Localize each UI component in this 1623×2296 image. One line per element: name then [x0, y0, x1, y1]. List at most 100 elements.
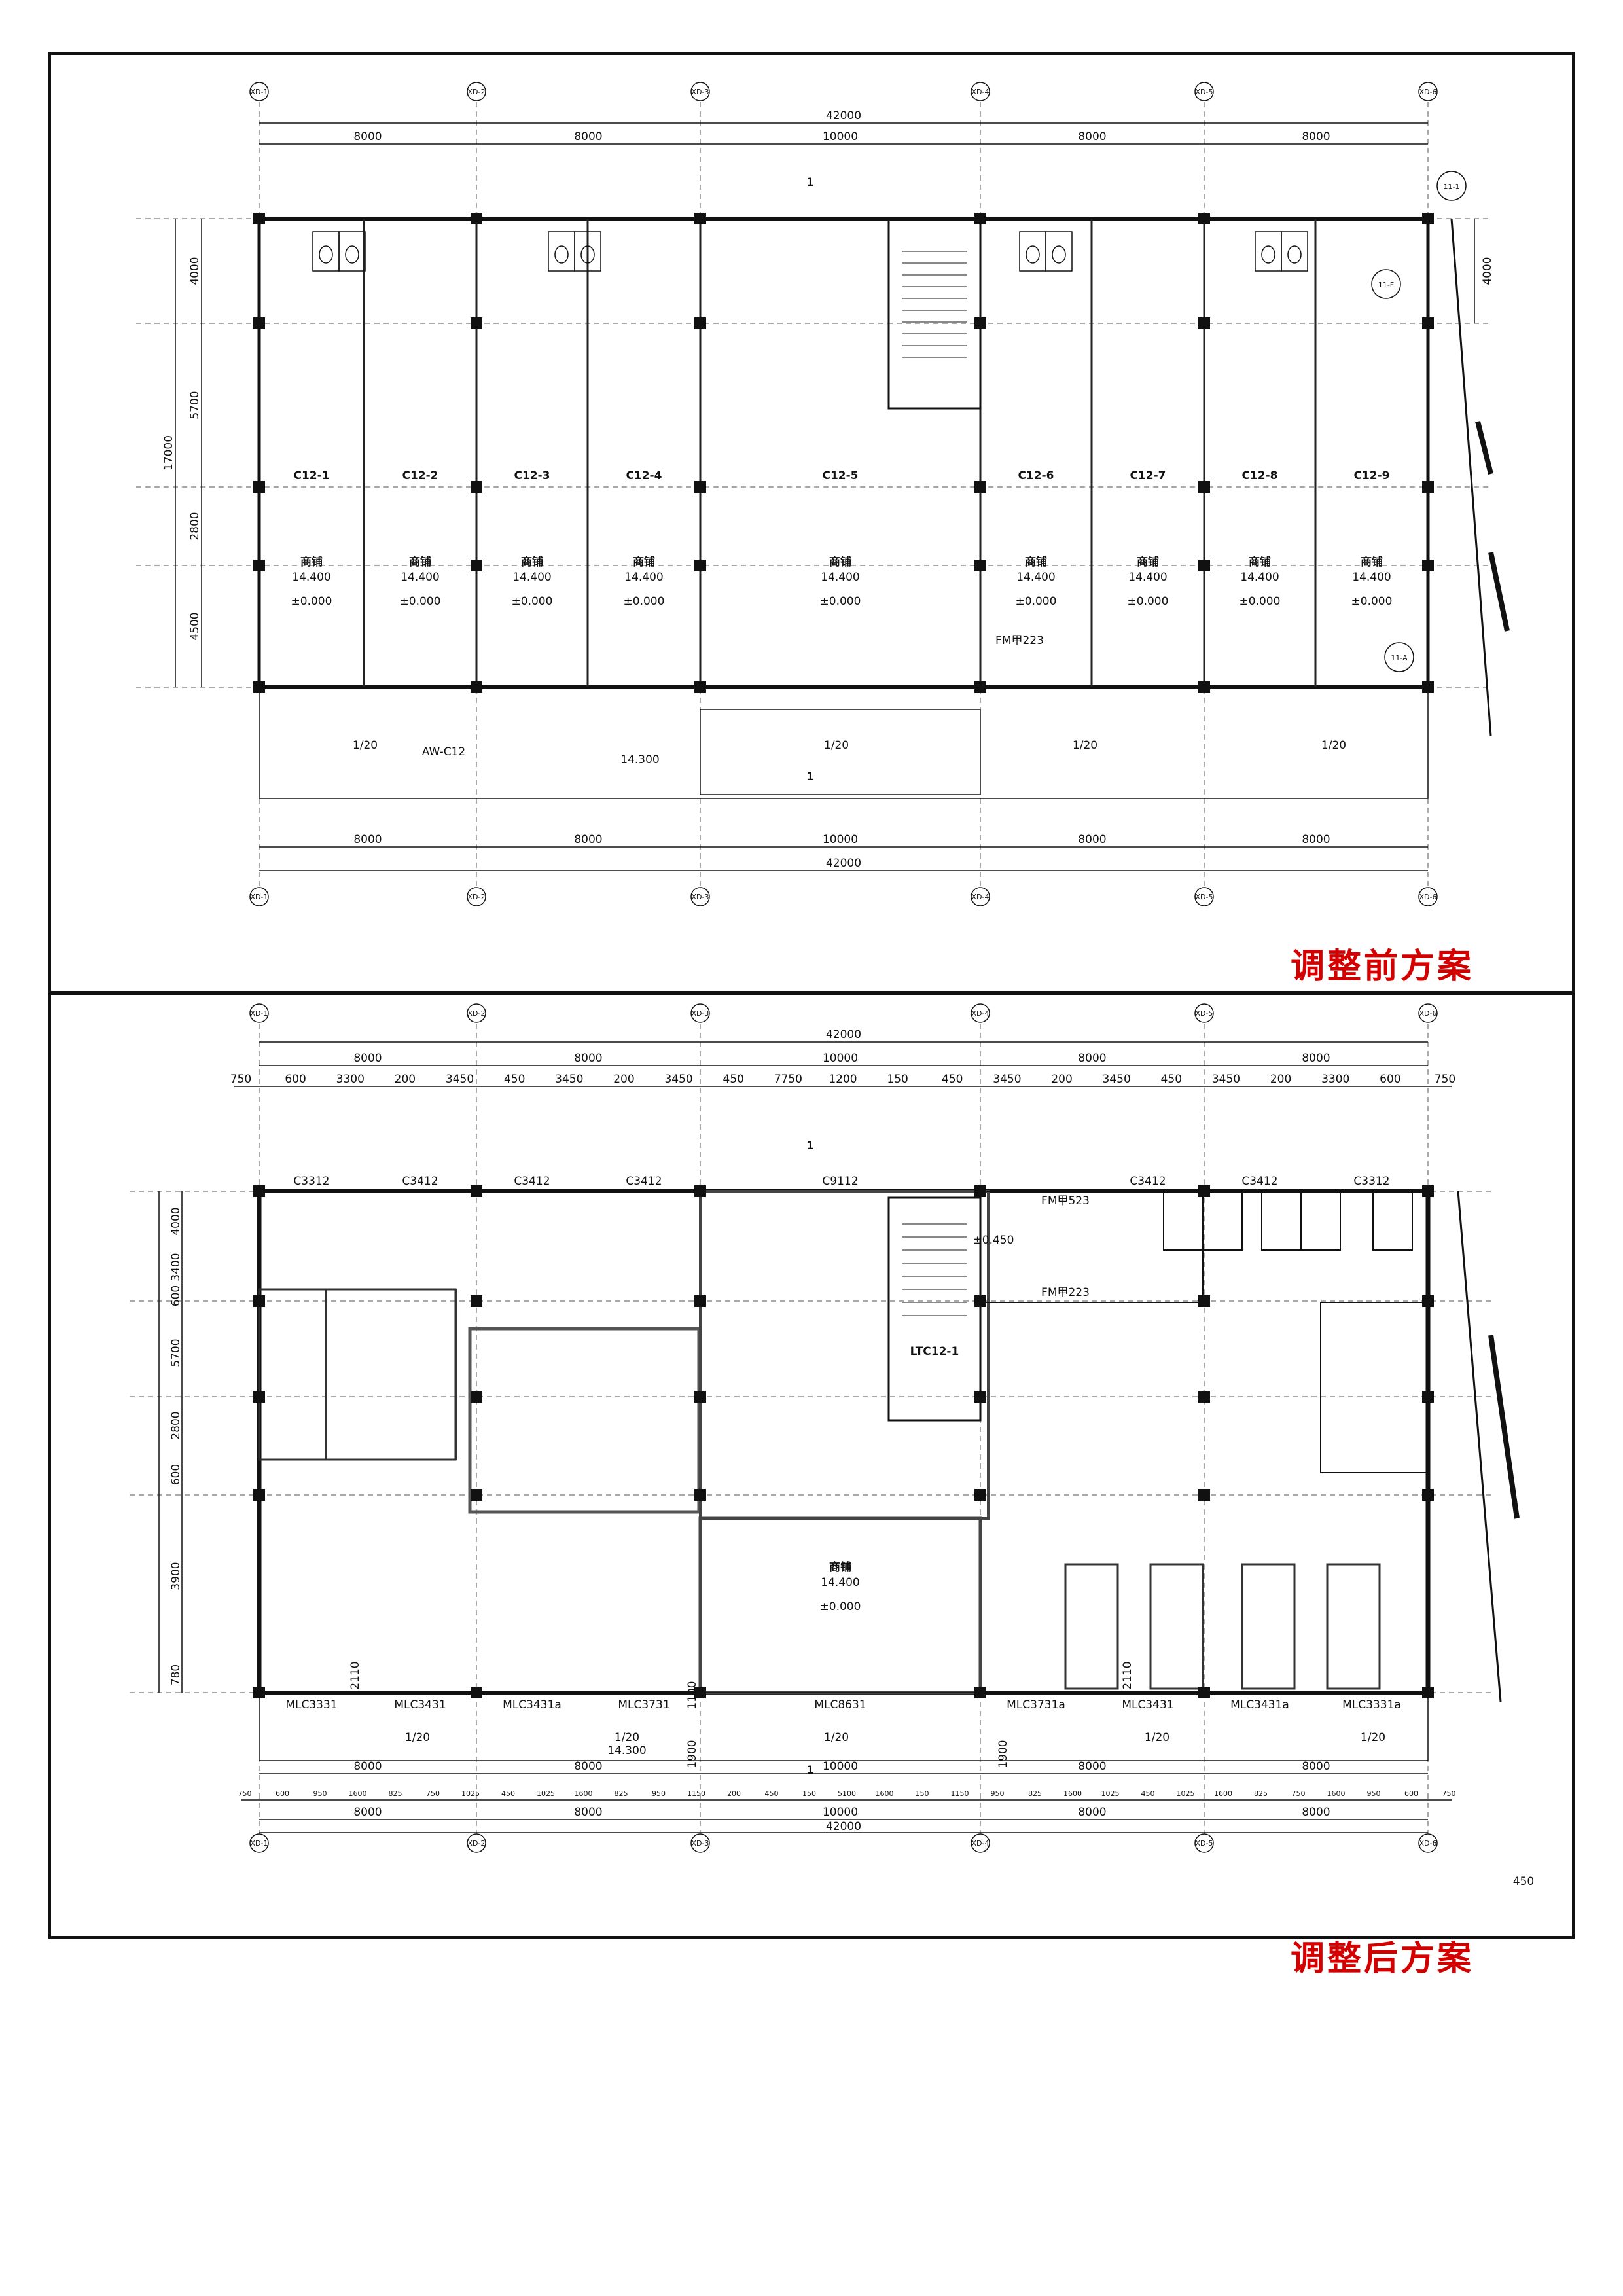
side-dimension: 2800	[169, 1411, 183, 1439]
sub-dimension: 1600	[575, 1789, 593, 1798]
toilet-stall	[1281, 231, 1308, 272]
dimension-label: 2110	[349, 1661, 362, 1689]
side-dimension: 3900	[169, 1562, 183, 1590]
sub-dimension: 1025	[1101, 1789, 1120, 1798]
detail-mark: 11-A	[1391, 654, 1408, 662]
axis-bubble-top	[1418, 1003, 1438, 1023]
column	[1198, 481, 1210, 493]
level-floor-label: ±0.000	[400, 595, 441, 608]
level-floor-label: ±0.000	[820, 1600, 861, 1613]
shop-label: 商铺	[633, 555, 655, 569]
sub-dimension: 1150	[687, 1789, 705, 1798]
bay-dimension: 8000	[353, 130, 382, 143]
axis-bubble-top	[971, 1003, 990, 1023]
axis-label: XD-1	[251, 88, 268, 96]
door-code: MLC8631	[814, 1698, 866, 1712]
door-code: MLC3331	[285, 1698, 337, 1712]
axis-label: XD-2	[468, 1009, 486, 1018]
axis-label: XD-5	[1196, 88, 1213, 96]
entrance-canopy	[259, 687, 1429, 799]
window-code: C3412	[402, 1175, 438, 1188]
note-label: 450	[1513, 1875, 1534, 1888]
level-stair-label: ±0.450	[973, 1234, 1014, 1247]
sub-dimension: 5100	[838, 1789, 856, 1798]
axis-bubble-bottom	[690, 887, 710, 906]
sub-dimension: 1600	[876, 1789, 894, 1798]
window-code: C3412	[514, 1175, 550, 1188]
bay-dimension: 10000	[823, 833, 858, 846]
column	[1198, 1295, 1210, 1307]
axis-bubble-top	[467, 1003, 486, 1023]
column	[1198, 1185, 1210, 1197]
axis-bubble-bottom	[1194, 1833, 1214, 1853]
bay-dimension: 8000	[1302, 130, 1330, 143]
level-top-label: 14.400	[1352, 571, 1391, 584]
sub-dimension: 600	[285, 1073, 306, 1086]
overall-dimension: 42000	[826, 1820, 861, 1833]
detail-mark: 11-F	[1378, 281, 1394, 289]
axis-label: XD-4	[972, 893, 990, 901]
sub-dimension: 200	[1051, 1073, 1072, 1086]
sub-dimension: 3300	[1321, 1073, 1349, 1086]
column	[253, 1391, 265, 1403]
axis-bubble-top	[249, 82, 269, 101]
axis-label: XD-4	[972, 88, 990, 96]
axis-label: XD-2	[468, 1839, 486, 1848]
sub-dimension: 1600	[1063, 1789, 1082, 1798]
shop-label: 商铺	[521, 555, 543, 569]
toilet-stall	[1372, 1191, 1413, 1251]
axis-label: XD-5	[1196, 893, 1213, 901]
stair-core	[887, 1196, 982, 1422]
sub-dimension: 1025	[1177, 1789, 1195, 1798]
column	[253, 481, 265, 493]
column	[253, 317, 265, 329]
axis-bubble-bottom	[971, 1833, 990, 1853]
sub-dimension: 950	[1367, 1789, 1381, 1798]
sub-dimension: 200	[1270, 1073, 1291, 1086]
sub-dimension: 750	[230, 1073, 251, 1086]
axis-label: XD-6	[1419, 88, 1437, 96]
column	[694, 1391, 706, 1403]
room	[468, 1327, 701, 1514]
door-code: MLC3431	[394, 1698, 446, 1712]
site-edge-thick	[1475, 421, 1493, 475]
axis-label: XD-5	[1196, 1839, 1213, 1848]
slope-label: 1/20	[1145, 1731, 1169, 1744]
side-dimension: 600	[169, 1285, 183, 1306]
bay-dimension: 8000	[353, 1760, 382, 1773]
axis-bubble-bottom	[249, 1833, 269, 1853]
column	[694, 560, 706, 571]
toilet-stall	[1300, 1191, 1341, 1251]
slope-label: 1/20	[615, 1731, 639, 1744]
column	[694, 1489, 706, 1501]
after-floor-plan: XD-1XD-1XD-2XD-2XD-3XD-3XD-4XD-4XD-5XD-5…	[130, 1003, 1534, 1888]
toilet-stall	[1045, 231, 1073, 272]
detail-bubble	[1436, 171, 1467, 201]
toilet-icon	[345, 245, 359, 264]
column	[1422, 1295, 1434, 1307]
site-edge	[1457, 1191, 1502, 1702]
sub-dimension: 1600	[1214, 1789, 1232, 1798]
bay-dimension: 8000	[1302, 1052, 1330, 1065]
bay-dimension: 10000	[823, 1760, 858, 1773]
axis-label: XD-1	[251, 1839, 268, 1848]
sub-dimension: 600	[1380, 1073, 1400, 1086]
unit-label: C12-3	[514, 469, 550, 482]
site-edge	[1450, 218, 1492, 736]
shop-label: 商铺	[829, 1560, 851, 1574]
level-top-label: 14.400	[401, 571, 439, 584]
toilet-stall	[548, 231, 575, 272]
unit-label: C12-5	[822, 469, 858, 482]
shop-label: 商铺	[1025, 555, 1047, 569]
column	[253, 213, 265, 224]
axis-bubble-top	[1418, 82, 1438, 101]
axis-label: XD-4	[972, 1009, 990, 1018]
column	[471, 1391, 482, 1403]
axis-label: XD-6	[1419, 1839, 1437, 1848]
column	[694, 1295, 706, 1307]
unit-label: C12-4	[626, 469, 662, 482]
column	[253, 1489, 265, 1501]
side-dimension: 4000	[1481, 257, 1494, 285]
overall-dimension: 42000	[826, 1028, 861, 1041]
